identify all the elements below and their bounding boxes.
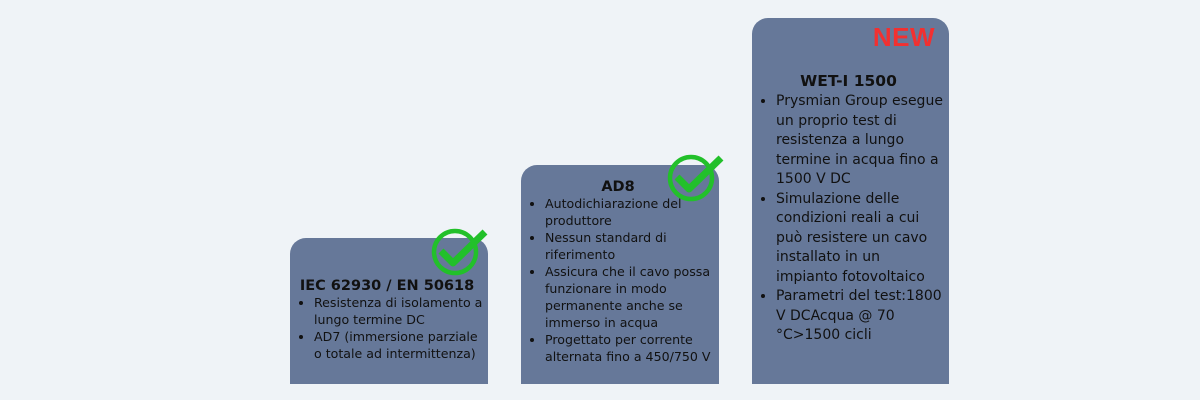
list-item: Autodichiarazione del produttore: [545, 195, 715, 229]
list-item: Simulazione delle condizioni reali a cui…: [776, 190, 945, 288]
list-item: Resistenza di isolamento a lungo termine…: [314, 294, 484, 328]
new-badge: NEW: [872, 22, 935, 52]
list-item: Assicura che il cavo possa funzionare in…: [545, 263, 715, 331]
check-circle-icon: [667, 154, 724, 202]
card-title: WET-I 1500: [800, 72, 897, 90]
list-item: Nessun standard di riferimento: [545, 229, 715, 263]
list-item: Parametri del test:1800 V DCAcqua @ 70 °…: [776, 287, 945, 346]
card-title: AD8: [601, 179, 635, 195]
list-item: Progettato per corrente alternata fino a…: [545, 331, 715, 365]
list-item: Prysmian Group esegue un proprio test di…: [776, 92, 945, 190]
check-circle-icon: [431, 228, 488, 276]
card-wet-i-1500: NEW WET-I 1500 Prysmian Group esegue un …: [752, 18, 949, 384]
card-ad8: AD8 Autodichiarazione del produttore Nes…: [521, 165, 719, 384]
list-item: AD7 (immersione parziale o totale ad int…: [314, 328, 484, 362]
card-title: IEC 62930 / EN 50618: [299, 278, 475, 294]
